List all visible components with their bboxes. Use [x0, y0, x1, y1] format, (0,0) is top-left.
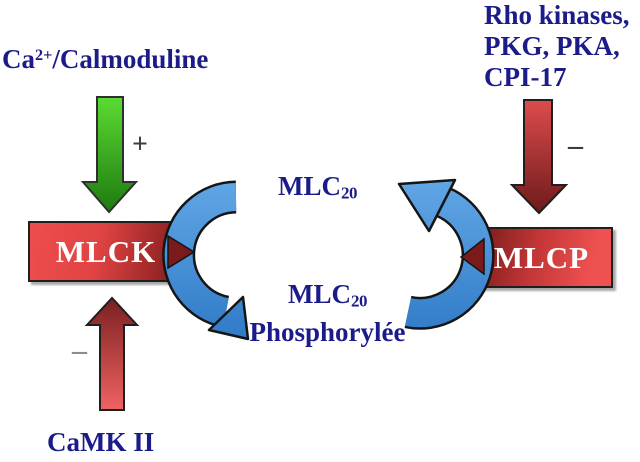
mlcp-box: MLCP [470, 227, 613, 288]
rho-inhibition-arrow [509, 99, 569, 215]
dephosphorylation-arrow [397, 178, 495, 330]
rho-line-2: PKG, PKA, [484, 31, 620, 61]
minus-sign-right: – [568, 129, 583, 162]
ca-calmodulin-label: Ca2+/Calmoduline [2, 44, 208, 75]
plus-sign: + [132, 129, 148, 160]
mlc20p-main: MLC [288, 279, 351, 309]
mlc20-label: MLC20 [278, 171, 358, 203]
mlck-box: MLCK [28, 221, 184, 282]
rho-kinases-label: Rho kinases, PKG, PKA, CPI-17 [484, 0, 630, 93]
mlcp-label: MLCP [493, 239, 590, 275]
minus-sign-left: – [72, 334, 87, 367]
phosphorylation-arrow [162, 180, 250, 341]
camk2-label: CaMK II [47, 427, 155, 457]
rho-line-3: CPI-17 [484, 62, 567, 92]
mlc20p-line-1: MLC20 [240, 279, 415, 317]
mlc20p-subscript: 20 [351, 291, 368, 311]
ca-text: Ca [2, 44, 35, 74]
mlc20-phospho-label: MLC20 Phosphorylée [240, 279, 415, 347]
mlc20-main: MLC [278, 171, 341, 201]
mlck-label: MLCK [55, 233, 157, 269]
mlck-box-tip-wedge [167, 234, 196, 270]
mlcp-box-tip-wedge [459, 237, 485, 276]
calmodulin-text: /Calmoduline [52, 44, 209, 74]
mlc20-subscript: 20 [341, 183, 358, 203]
rho-line-1: Rho kinases, [484, 0, 630, 30]
ca-superscript: 2+ [35, 45, 53, 64]
ca-activation-arrow [80, 96, 139, 214]
mlc20p-line-2: Phosphorylée [249, 316, 406, 347]
camk2-inhibition-arrow [84, 296, 140, 411]
